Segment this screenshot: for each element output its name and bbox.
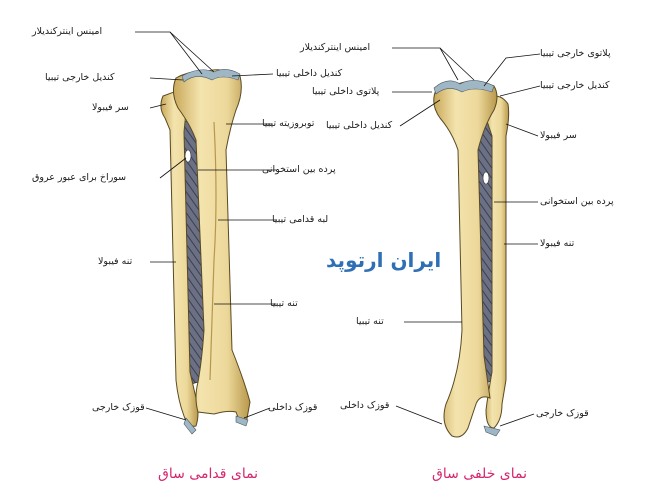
anterior-view [160, 69, 251, 435]
posterior-view-caption: نمای خلفی ساق [432, 466, 528, 482]
label-anterior-fibula-head: سر فیبولا [92, 102, 129, 113]
watermark-logo: ایران ارتوپد [326, 248, 442, 272]
label-anterior-fibula-shaft: تنه فیبولا [98, 256, 133, 267]
label-anterior-medial-malleolus: قوزک داخلی [268, 402, 318, 413]
label-posterior-interosseous-membrane: پرده بین استخوانی [540, 196, 614, 207]
label-posterior-medial-malleolus: قوزک داخلی [340, 400, 390, 411]
label-anterior-intercondylar-eminence: امینس اینترکندیلار [32, 26, 103, 37]
posterior-fibula [482, 95, 510, 429]
label-posterior-medial-plateau: پلاتوی داخلی تیبیا [312, 86, 380, 97]
label-anterior-tibia-shaft: تنه تیبیا [270, 298, 298, 309]
anterior-vessel-foramen [184, 149, 192, 163]
anterior-articular-cartilage [181, 69, 241, 83]
label-posterior-medial-condyle: کندیل داخلی تیبیا [326, 120, 393, 131]
posterior-vessel-foramen [482, 171, 490, 185]
label-posterior-intercondylar-eminence: امینس اینترکندیلار [300, 42, 371, 53]
anterior-leader-lines [135, 31, 276, 421]
label-posterior-tibia-shaft: تنه تیبیا [356, 316, 384, 327]
label-anterior-interosseous-membrane: پرده بین استخوانی [262, 164, 336, 175]
label-anterior-lateral-condyle: کندیل خارجی تیبیا [45, 72, 115, 83]
label-anterior-tibial-tuberosity: توبروزیته تیبیا [262, 118, 315, 129]
anterior-view-caption: نمای قدامی ساق [158, 466, 259, 482]
label-posterior-lateral-condyle: کندیل خارجی تیبیا [540, 80, 610, 91]
label-posterior-fibula-shaft: تنه فیبولا [540, 238, 575, 249]
label-posterior-fibula-head: سر فیبولا [540, 130, 577, 141]
label-anterior-medial-condyle: کندیل داخلی تیبیا [276, 68, 343, 79]
posterior-view [433, 80, 510, 438]
label-posterior-lateral-plateau: پلاتوی خارجی تیبیا [540, 48, 611, 59]
posterior-articular-cartilage [433, 80, 495, 95]
label-anterior-lateral-malleolus: قوزک خارجی [92, 402, 145, 413]
label-anterior-vessel-foramen: سوراخ برای عبور عروق [32, 172, 127, 183]
label-posterior-lateral-malleolus: قوزک خارجی [536, 408, 589, 419]
posterior-leader-lines [392, 47, 541, 427]
label-anterior-border: لبه قدامی تیبیا [272, 214, 329, 225]
